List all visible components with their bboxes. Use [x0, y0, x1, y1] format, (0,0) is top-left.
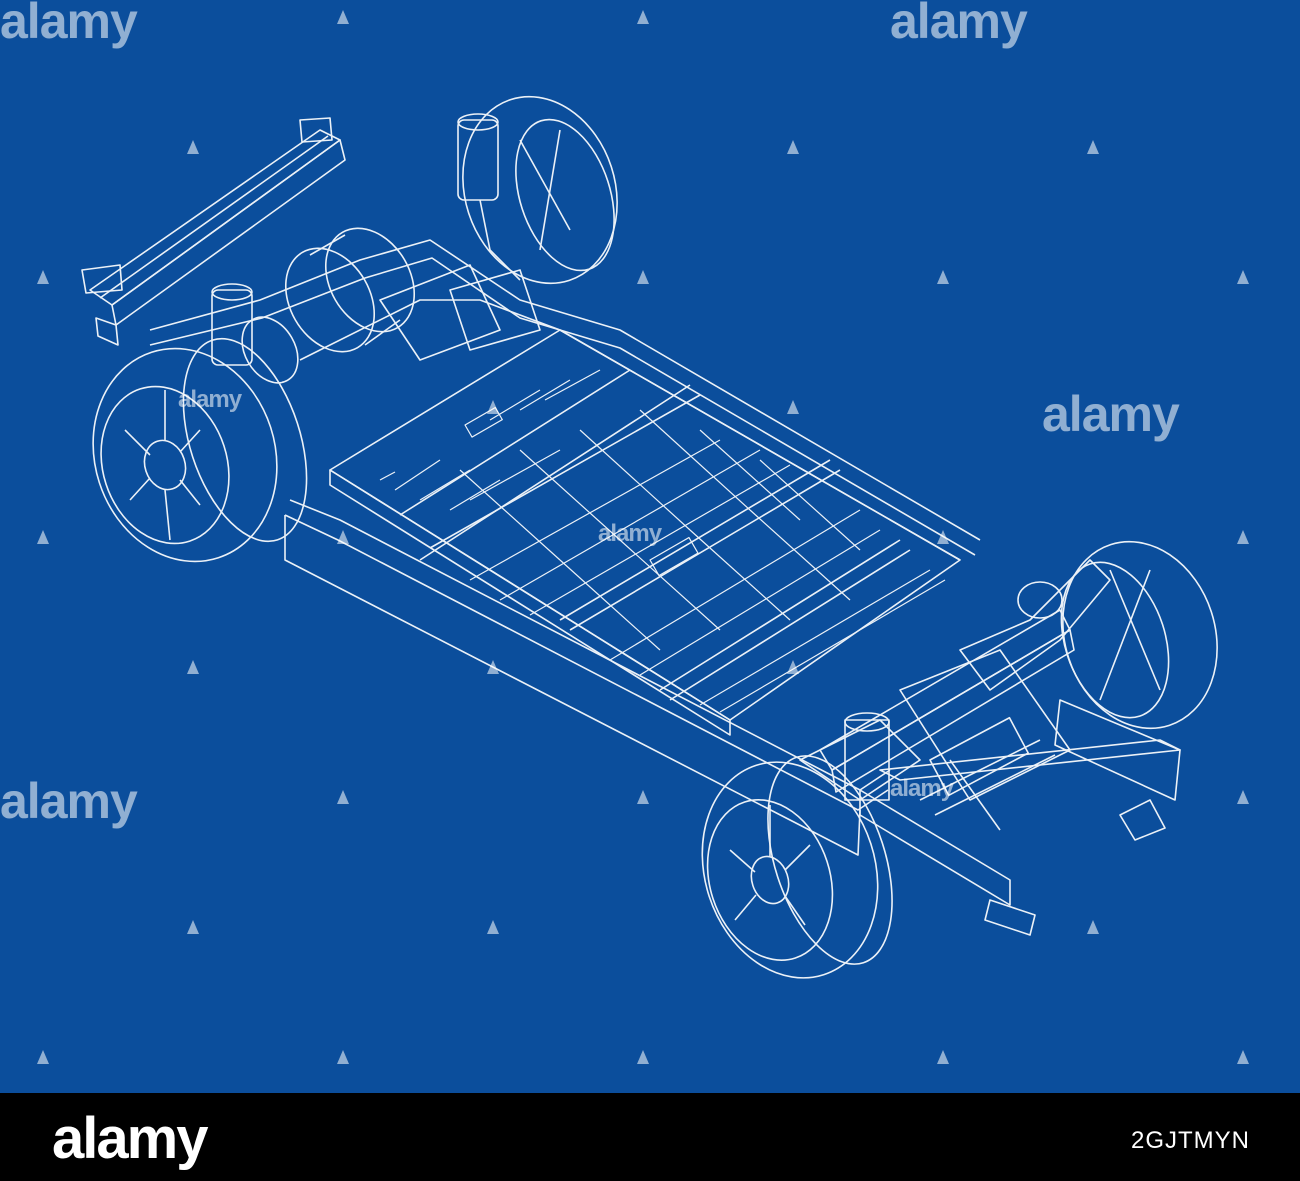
front-drive-unit: [899, 649, 1071, 831]
watermark-text: alamy: [890, 775, 954, 802]
rear-shock-towers: [211, 113, 521, 366]
blueprint-drawing: alamy alamy alamy alamy alamy alamy alam…: [0, 0, 1300, 1093]
stock-footer-bar: alamy 2GJTMYN: [0, 1093, 1300, 1181]
watermark-text: alamy: [598, 520, 662, 547]
wheel-rear-left: [92, 337, 308, 563]
watermark-glyphs: [37, 10, 1249, 1064]
battery-crossmembers: [399, 369, 911, 701]
wheel-front-right: [1060, 540, 1218, 730]
image-code: 2GJTMYN: [1130, 1127, 1250, 1154]
watermark-text: alamy: [178, 386, 242, 413]
front-subframe: [819, 559, 1181, 936]
wheel-front-left: [701, 755, 893, 979]
rear-drive-unit: [241, 227, 541, 384]
brand-logo: alamy: [52, 1106, 208, 1171]
watermark-text: alamy: [0, 773, 138, 829]
watermark-text: alamy: [890, 0, 1028, 49]
wheel-rear-right: [462, 95, 618, 285]
front-shock-towers: [799, 581, 1063, 801]
watermark-text: alamy: [1042, 386, 1180, 442]
watermark-text: alamy: [0, 0, 138, 49]
rear-bumper-beam: [81, 117, 346, 346]
chassis-wireframe: [37, 10, 1249, 1064]
battery-pack: [329, 329, 961, 736]
battery-cells: [379, 369, 946, 713]
